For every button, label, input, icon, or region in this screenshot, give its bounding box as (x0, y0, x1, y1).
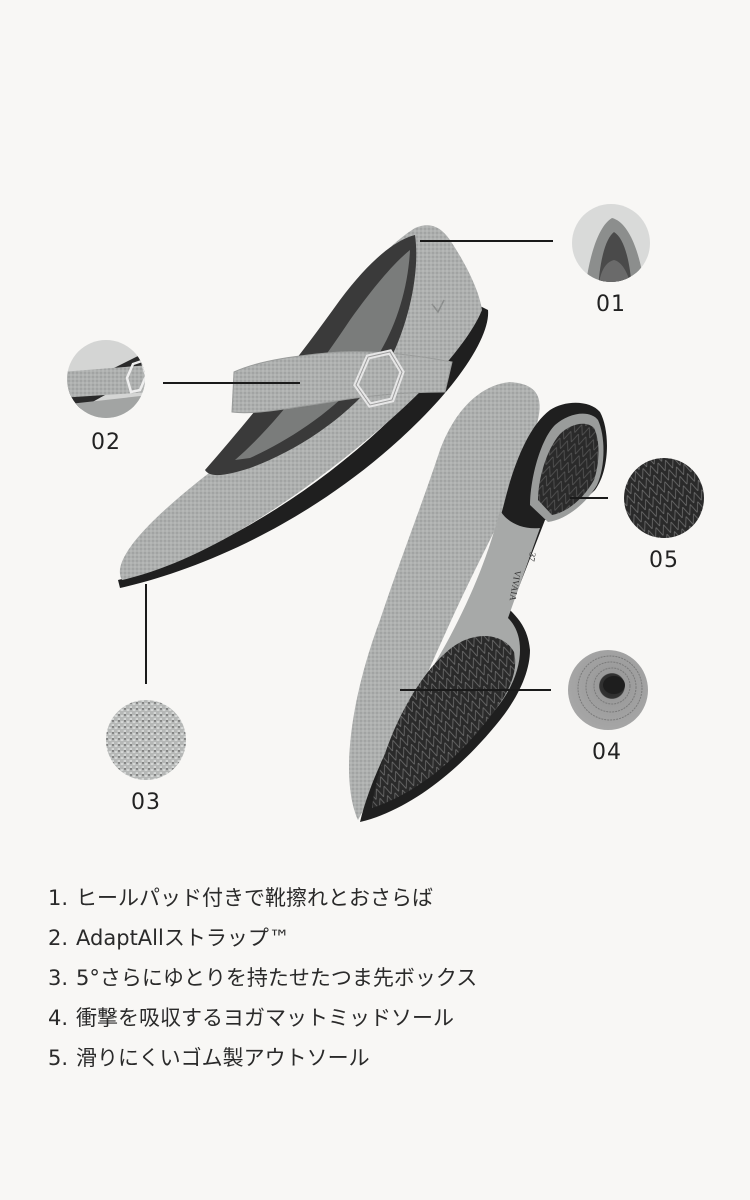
left-shoe (118, 225, 489, 588)
feature-item-5: 5.滑りにくいゴム製アウトソール (48, 1046, 370, 1070)
detail-circle-02-strap (67, 340, 145, 418)
feature-item-4: 4.衝撃を吸収するヨガマットミッドソール (48, 1006, 455, 1030)
callout-label-02: 02 (91, 430, 121, 455)
callout-label-03: 03 (131, 790, 161, 815)
sole-size-print: 37 (526, 552, 537, 563)
callout-label-01: 01 (596, 292, 626, 317)
detail-circle-03-knit (106, 700, 186, 780)
feature-item-3: 3.5°さらにゆとりを持たせたつま先ボックス (48, 966, 478, 990)
feature-list: 1.ヒールパッド付きで靴擦れとおさらば 2.AdaptAllストラップ™ 3.5… (48, 878, 477, 1078)
callout-lines (145, 240, 608, 691)
feature-item-2: 2.AdaptAllストラップ™ (48, 926, 290, 950)
detail-circle-04-yoga-mat (568, 650, 648, 730)
product-illustration: VIVAIA 37 (67, 204, 704, 822)
detail-circle-05-tread (624, 458, 704, 538)
detail-circle-01-heel-pad (572, 204, 650, 282)
right-shoe: VIVAIA 37 (349, 382, 607, 822)
feature-item-1: 1.ヒールパッド付きで靴擦れとおさらば (48, 886, 434, 910)
callout-label-04: 04 (592, 740, 622, 765)
shoe-pair-illustration: VIVAIA 37 (67, 204, 704, 822)
callout-label-05: 05 (649, 548, 679, 573)
